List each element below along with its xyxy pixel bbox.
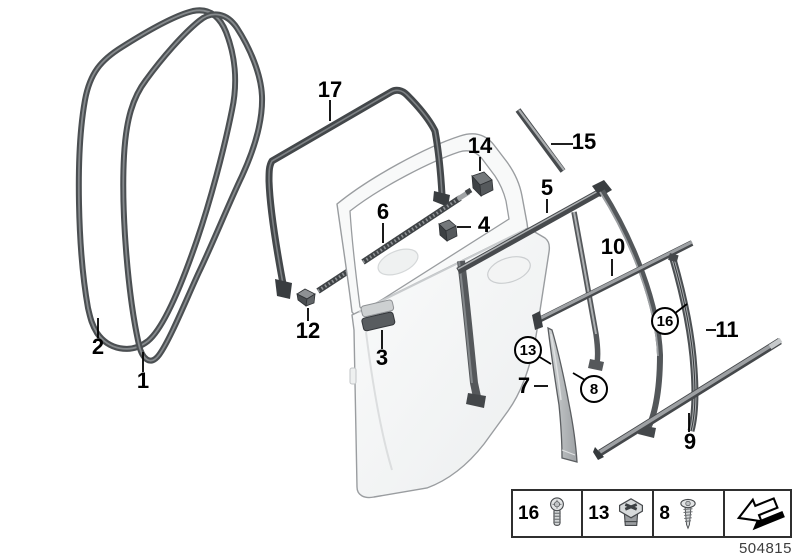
part-5-window-frame-trim [456,180,664,438]
callout-12[interactable]: 12 [295,318,321,343]
part-17-window-guide-seal [265,86,450,299]
legend-item-8[interactable]: 8 [654,491,725,536]
legend-label: 16 [518,502,540,524]
legend-item-arrow[interactable] [725,491,790,536]
part-4-clip [438,219,458,242]
part-7-c-pillar-trim [547,326,578,463]
callout-17[interactable]: 17 [317,77,343,102]
callout-16[interactable]: 16 [651,307,679,335]
part-6-inner-belt-strip-front [361,187,473,265]
callout-9[interactable]: 9 [683,429,697,454]
legend-label: 8 [659,502,670,524]
part-12-cap [296,288,316,307]
callout-10[interactable]: 10 [600,234,626,259]
callout-5[interactable]: 5 [540,175,554,200]
expanding-rivet-clip-icon [619,497,644,526]
callout-1[interactable]: 1 [136,368,150,393]
part-15-b-pillar-strip [515,108,566,173]
direction-arrow-icon [737,496,786,530]
callout-3[interactable]: 3 [375,345,389,370]
part-14-clip [471,171,494,198]
leader-lines [97,100,716,432]
part-11-rear-window-channel [668,253,699,432]
part-2-door-aperture-seal [75,7,239,352]
callout-2[interactable]: 2 [91,334,105,359]
part-number: 504815 [738,540,792,557]
self-tapping-screw-icon [680,498,696,529]
part-10-guide-rail [532,240,694,330]
callout-8[interactable]: 8 [580,375,608,403]
callout-14[interactable]: 14 [467,133,493,158]
part-3-handle-gasket [360,299,396,332]
callout-6[interactable]: 6 [376,199,390,224]
legend-item-16[interactable]: 16 [513,491,584,536]
part-9-outer-belt-strip [593,337,783,460]
callout-11[interactable]: 11 [715,317,739,342]
fastener-legend: 16 13 8 [511,489,792,538]
callout-4[interactable]: 4 [477,212,491,237]
legend-label: 13 [588,502,610,524]
part-1-door-aperture-seal [120,11,266,364]
torx-pan-head-screw-icon [550,496,565,526]
callout-15[interactable]: 15 [571,129,597,154]
callout-13[interactable]: 13 [514,336,542,364]
legend-item-13[interactable]: 13 [583,491,655,536]
callout-7[interactable]: 7 [517,373,531,398]
